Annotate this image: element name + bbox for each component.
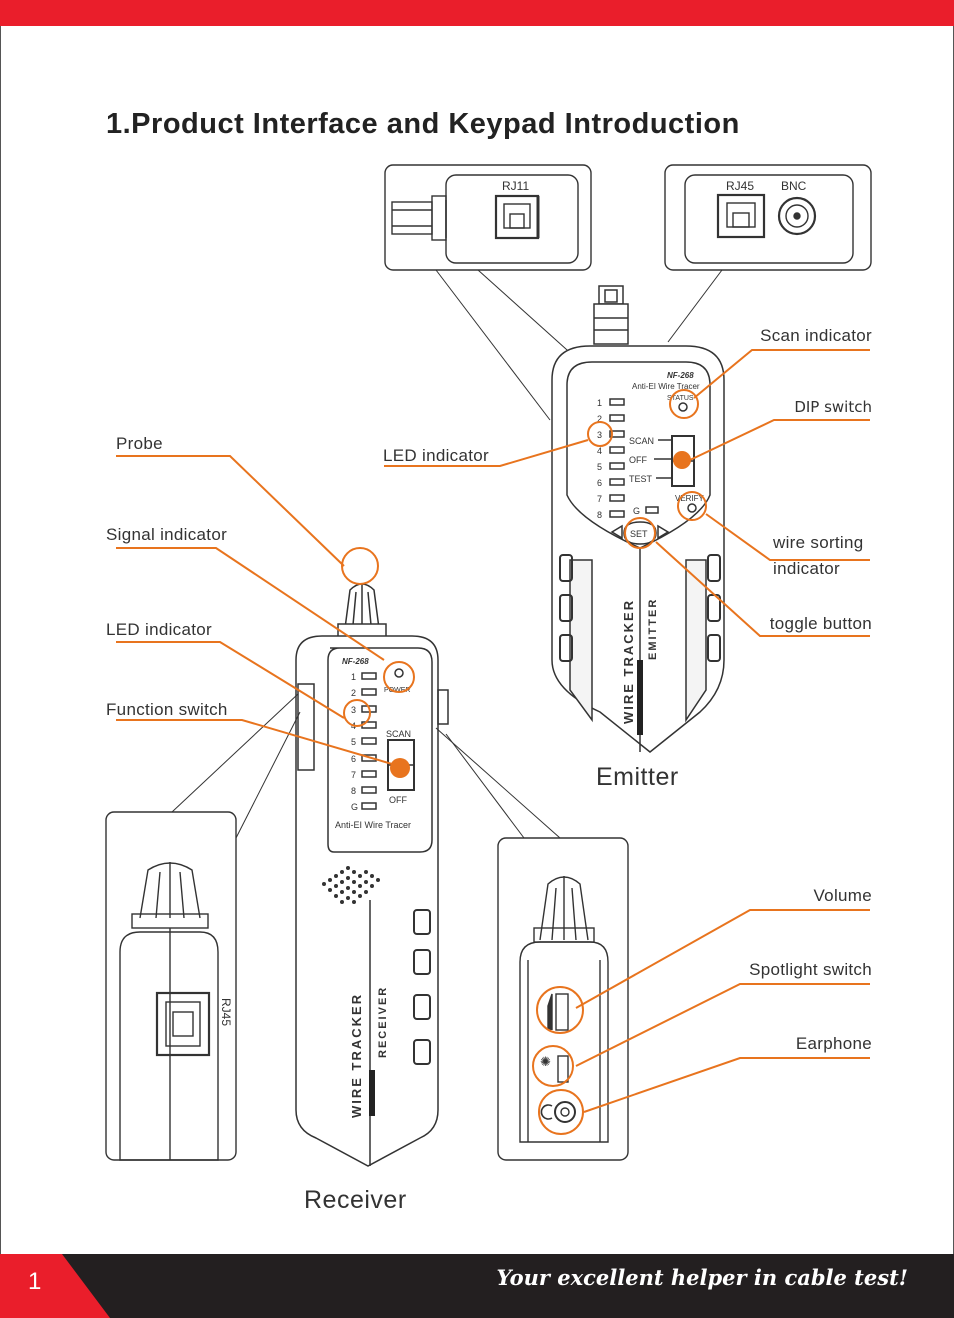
- signal-indicator-label: Signal indicator: [106, 525, 228, 544]
- speaker-grille: [322, 866, 380, 904]
- emitter-led-6: 6: [597, 478, 602, 488]
- spotlight-switch-label: Spotlight switch: [749, 960, 872, 979]
- emitter-rj11-inset: RJ11: [384, 164, 592, 271]
- emitter-caption: Emitter: [596, 763, 679, 791]
- receiver-scan-label: SCAN: [386, 729, 411, 739]
- receiver-led-2: 2: [351, 688, 356, 698]
- rj11-label: RJ11: [502, 179, 529, 193]
- footer-bar: [0, 1254, 954, 1318]
- emitter-rj45-bnc-inset: RJ45 BNC: [664, 164, 872, 271]
- rj45-label-emitter: RJ45: [726, 179, 754, 193]
- spotlight-icon: ✺: [540, 1054, 551, 1069]
- emitter-texts: NF-268 Anti-EI Wire Tracer STATUS 1 2 3 …: [597, 371, 705, 724]
- page-frame-left: [0, 26, 1, 1254]
- emitter-led-8: 8: [597, 510, 602, 520]
- emitter-led-1: 1: [597, 398, 602, 408]
- probe-label: Probe: [116, 434, 163, 453]
- emitter-scan-label: SCAN: [629, 436, 654, 446]
- page-number: 1: [28, 1268, 42, 1295]
- footer-slogan: Your excellent helper in cable test!: [496, 1265, 908, 1290]
- receiver-model: NF-268: [342, 657, 369, 666]
- led-indicator-emitter-label: LED indicator: [383, 446, 489, 465]
- receiver-g-label: G: [351, 802, 358, 812]
- receiver-rj45-inset: RJ45: [105, 811, 237, 1161]
- emitter-off-label: OFF: [629, 455, 647, 465]
- emitter-device: [551, 285, 725, 753]
- receiver-led-8: 8: [351, 786, 356, 796]
- function-switch-label: Function switch: [106, 700, 228, 719]
- bnc-label: BNC: [781, 179, 807, 193]
- receiver-led-1: 1: [351, 672, 356, 682]
- emitter-led-2: 2: [597, 414, 602, 424]
- emitter-status-label: STATUS: [667, 395, 694, 402]
- wire-sorting-label-2: indicator: [773, 559, 840, 578]
- wire-sorting-label: wire sorting: [773, 533, 864, 552]
- emitter-test-label: TEST: [629, 474, 653, 484]
- receiver-led-5: 5: [351, 737, 356, 747]
- receiver-right-pointer: [435, 727, 561, 839]
- orange-switch-fills: [390, 451, 691, 778]
- receiver-power-label: POWER: [384, 687, 410, 694]
- receiver-led-6: 6: [351, 754, 356, 764]
- inset-pointer-lines: [435, 269, 723, 421]
- receiver-off-label: OFF: [389, 795, 407, 805]
- led-indicator-receiver-label: LED indicator: [106, 620, 212, 639]
- earphone-label: Earphone: [795, 1034, 872, 1053]
- toggle-button-label: toggle button: [769, 614, 872, 633]
- receiver-caption: Receiver: [304, 1186, 407, 1214]
- rj45-label-receiver: RJ45: [219, 998, 233, 1026]
- emitter-led-3: 3: [597, 430, 602, 440]
- receiver-led-3: 3: [351, 705, 356, 715]
- receiver-device: [295, 583, 449, 1167]
- receiver-side-inset: ✺: [497, 837, 629, 1161]
- emitter-side-text-2: EMITTER: [647, 598, 659, 660]
- orange-callouts: [116, 349, 870, 1135]
- emitter-set-label: SET: [630, 529, 648, 539]
- emitter-subtitle: Anti-EI Wire Tracer: [632, 382, 700, 391]
- emitter-led-4: 4: [597, 446, 602, 456]
- receiver-side-text: WIRE TRACKER: [349, 993, 364, 1118]
- volume-label: Volume: [813, 886, 872, 905]
- receiver-side-text-2: RECEIVER: [377, 986, 389, 1058]
- emitter-led-7: 7: [597, 494, 602, 504]
- receiver-subtitle: Anti-EI Wire Tracer: [335, 820, 411, 830]
- top-red-bar: [0, 0, 954, 26]
- emitter-g-label: G: [633, 506, 640, 516]
- dip-switch-label: DIP switch: [794, 398, 872, 416]
- page-title: 1.Product Interface and Keypad Introduct…: [106, 108, 740, 140]
- scan-indicator-label: Scan indicator: [760, 326, 872, 345]
- emitter-verify-label: VERIFY: [675, 494, 705, 503]
- emitter-model: NF-268: [667, 371, 694, 380]
- receiver-led-7: 7: [351, 770, 356, 780]
- emitter-led-5: 5: [597, 462, 602, 472]
- emitter-side-text: WIRE TRACKER: [621, 599, 636, 724]
